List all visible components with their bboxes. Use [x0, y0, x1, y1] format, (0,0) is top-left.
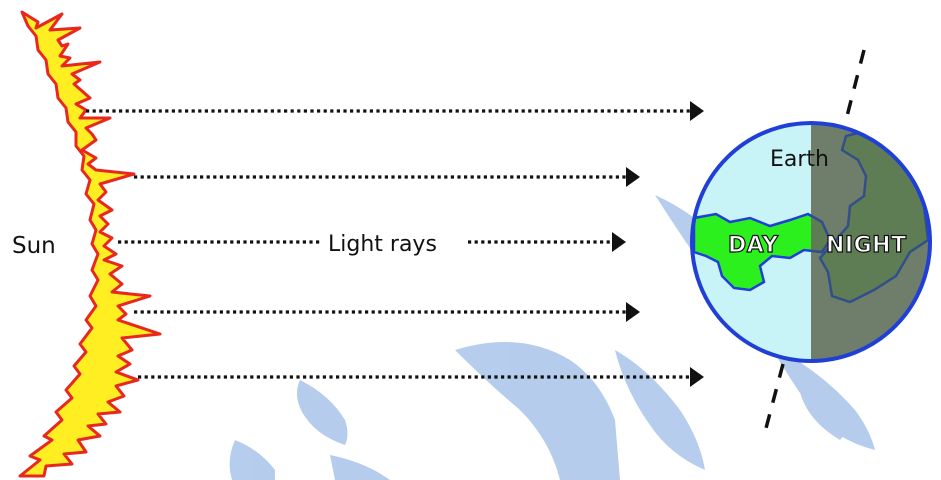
ray-arrowheads: [612, 101, 704, 387]
continent-east: [818, 128, 930, 304]
continent-day: [692, 212, 832, 292]
day-label: DAY: [728, 233, 779, 258]
earth-label: Earth: [770, 147, 829, 172]
axis-bottom: [763, 363, 785, 433]
earth-outline: [690, 121, 932, 363]
arrow-head-icon: [626, 302, 640, 322]
sun-label: Sun: [12, 233, 56, 259]
earth-axis-icon: [763, 49, 866, 433]
axis-top: [843, 49, 866, 125]
arrow-head-icon: [612, 232, 626, 252]
light-rays-label: Light rays: [328, 232, 437, 257]
arrow-head-icon: [626, 167, 640, 187]
arrow-head-icon: [690, 101, 704, 121]
light-rays: [86, 109, 690, 379]
night-label: NIGHT: [826, 233, 907, 258]
arrow-head-icon: [690, 367, 704, 387]
